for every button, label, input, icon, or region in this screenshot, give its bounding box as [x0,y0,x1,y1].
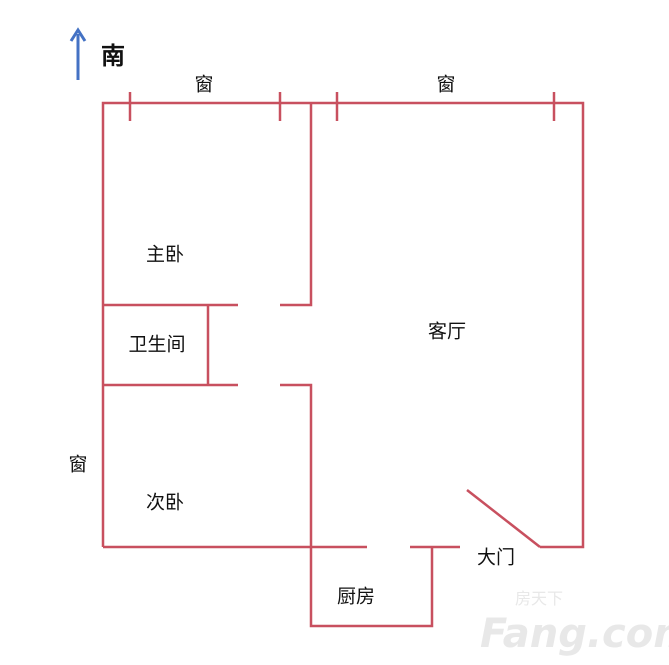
outer-wall [101,101,585,549]
kitchen-wall [309,547,434,628]
watermark-en: Fang.com [480,611,669,657]
north-arrow-icon [69,27,87,80]
room-living-room: 客厅 [427,320,467,343]
main-door-label: 大门 [476,546,516,569]
main-door-leaf [466,489,541,548]
room-master-bedroom: 主卧 [145,243,185,266]
window-label-top-left: 窗 [194,73,214,96]
room-bathroom: 卫生间 [128,333,186,356]
window-label-left: 窗 [68,453,88,476]
compass-label: 南 [101,41,125,70]
window-label-top-right: 窗 [436,73,456,96]
room-kitchen: 厨房 [336,585,376,608]
master-bedroom-wall [280,103,313,307]
second-bedroom-wall [280,383,313,547]
room-second-bedroom: 次卧 [145,491,185,514]
watermark-cn: 房天下 [515,589,564,608]
